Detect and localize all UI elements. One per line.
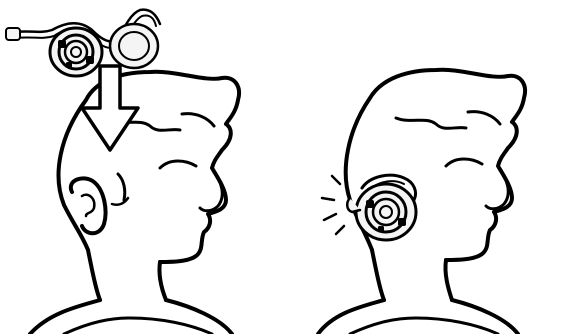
worn-headset-icon	[347, 175, 416, 240]
left-panel	[6, 10, 239, 334]
down-arrow-icon	[82, 66, 138, 150]
click-lines-icon	[322, 176, 344, 234]
right-panel	[318, 70, 525, 334]
headset-icon	[6, 10, 160, 76]
